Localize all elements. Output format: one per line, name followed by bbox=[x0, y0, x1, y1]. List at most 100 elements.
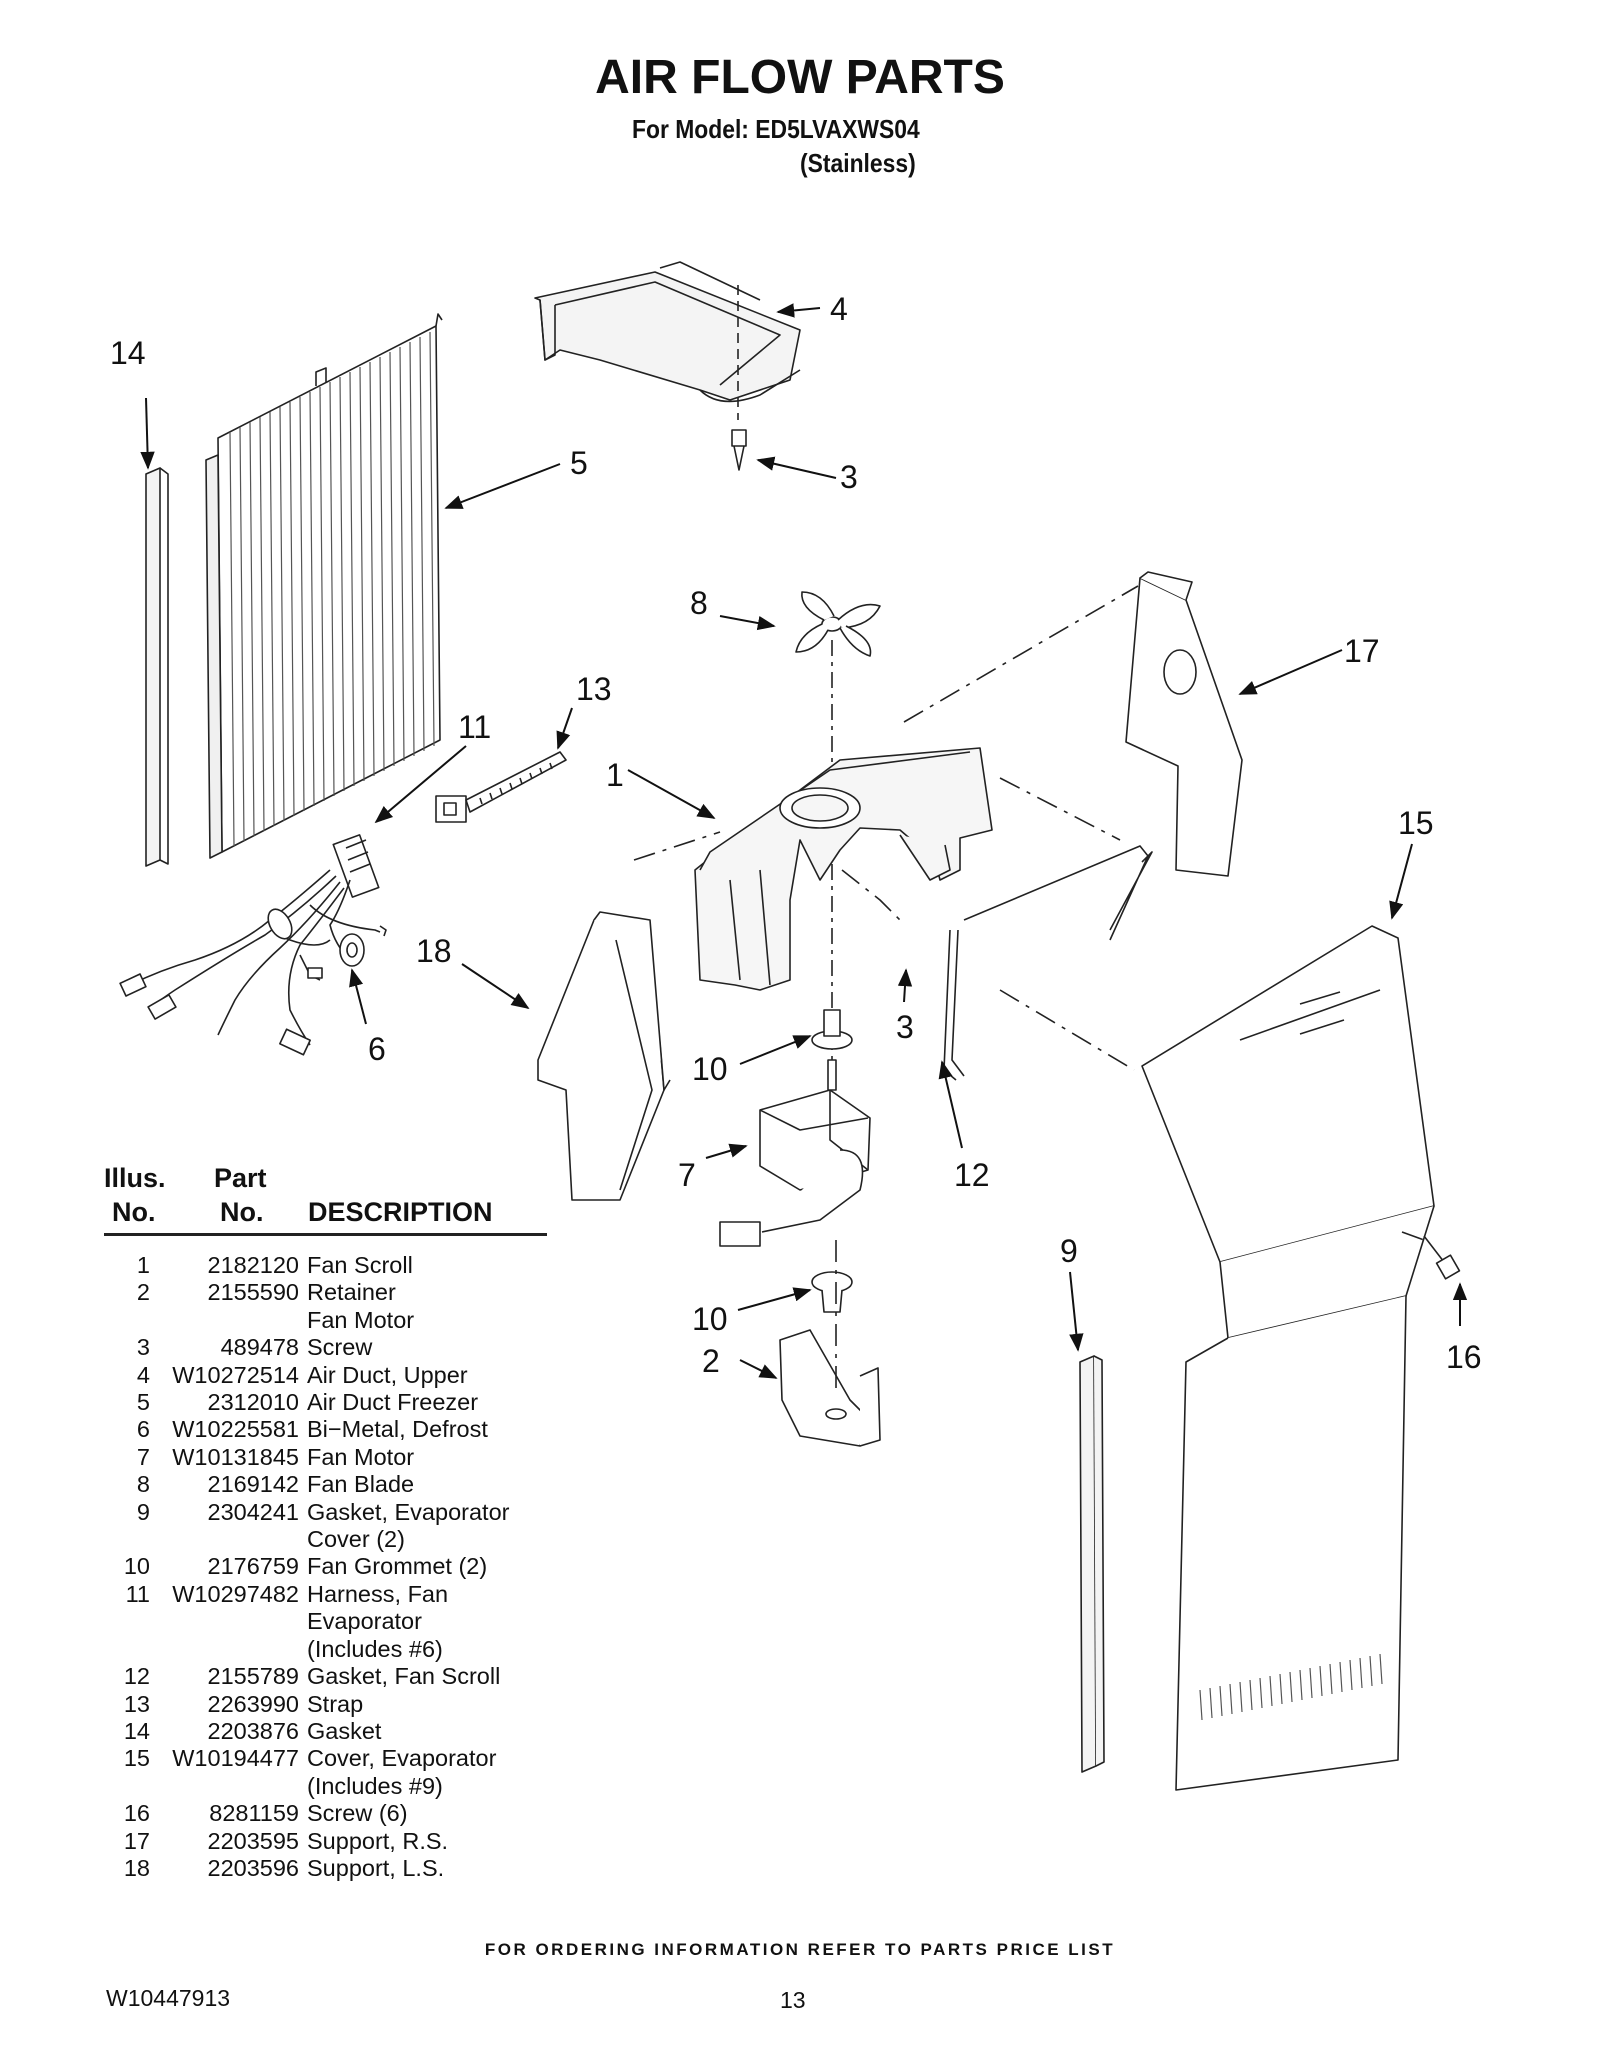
part-1-fan-scroll bbox=[694, 747, 993, 991]
table-row: 11 W10297482 Harness, Fan Evaporator (Incl… bbox=[104, 1581, 564, 1663]
callout-11: 11 bbox=[458, 709, 491, 745]
part-description: Gasket, Fan Scroll bbox=[307, 1663, 501, 1690]
part-no: 2263990 bbox=[207, 1690, 300, 1717]
part-description: Air Duct, Upper bbox=[307, 1361, 468, 1388]
callout-13: 13 bbox=[576, 671, 612, 707]
illus-no: 17 bbox=[123, 1827, 150, 1854]
part-6-bi-metal-defrost bbox=[339, 933, 365, 967]
illus-no: 15 bbox=[123, 1745, 150, 1772]
callout-5: 5 bbox=[570, 445, 588, 481]
table-row: 9 2304241 Gasket, Evaporator Cover (2) bbox=[104, 1499, 564, 1554]
document-number: W10447913 bbox=[106, 1985, 231, 2011]
part-no: W10131845 bbox=[172, 1443, 299, 1470]
part-no: 2203876 bbox=[207, 1717, 300, 1744]
part-description: Fan Scroll bbox=[307, 1252, 413, 1278]
part-12-gasket-fan-scroll bbox=[943, 845, 1153, 1081]
illus-no: 9 bbox=[136, 1498, 150, 1525]
callout-7: 7 bbox=[678, 1157, 696, 1193]
ordering-note: FOR ORDERING INFORMATION REFER TO PARTS … bbox=[484, 1940, 1116, 1959]
part-no: 2203595 bbox=[207, 1827, 300, 1854]
part-10-grommet-upper bbox=[811, 1009, 853, 1050]
part-description: Support, L.S. bbox=[307, 1854, 445, 1881]
part-no: 2155789 bbox=[207, 1663, 300, 1690]
header-illus: Illus. bbox=[104, 1163, 166, 1193]
illus-no: 8 bbox=[136, 1471, 150, 1498]
part-no: 2312010 bbox=[207, 1389, 300, 1416]
illus-no: 13 bbox=[123, 1690, 150, 1717]
callout-6: 6 bbox=[368, 1031, 386, 1067]
part-no: 2203596 bbox=[207, 1854, 300, 1881]
part-description: Strap bbox=[307, 1690, 364, 1717]
part-2-retainer-fan-motor bbox=[779, 1329, 881, 1447]
part-3-screw-upper bbox=[731, 285, 747, 471]
illus-no: 5 bbox=[136, 1389, 150, 1416]
illus-no: 16 bbox=[123, 1800, 150, 1827]
illus-no: 11 bbox=[125, 1580, 150, 1607]
part-5-air-duct-freezer bbox=[205, 313, 443, 859]
part-description: Support, R.S. bbox=[307, 1827, 449, 1854]
part-description: Fan Grommet (2) bbox=[307, 1553, 488, 1580]
part-description: Screw bbox=[307, 1334, 373, 1361]
part-no: 8281159 bbox=[209, 1800, 299, 1827]
table-row: 12 2155789 Gasket, Fan Scroll bbox=[104, 1663, 564, 1690]
part-11-harness bbox=[119, 834, 387, 1056]
part-17-support-rs bbox=[1125, 571, 1243, 877]
part-description: Fan Blade bbox=[307, 1471, 415, 1498]
illus-no: 4 bbox=[136, 1361, 150, 1388]
callout-16: 16 bbox=[1446, 1339, 1482, 1375]
header-illus-no: No. bbox=[112, 1197, 156, 1227]
part-18-support-ls bbox=[537, 911, 671, 1201]
illus-no: 10 bbox=[123, 1553, 150, 1580]
part-description: Retainer Fan Motor bbox=[307, 1279, 415, 1333]
part-no: W10297482 bbox=[172, 1580, 299, 1607]
callout-3-lower: 3 bbox=[896, 1009, 914, 1045]
page-number: 13 bbox=[780, 1987, 806, 2013]
part-description: Harness, Fan Evaporator (Includes #6) bbox=[307, 1580, 449, 1662]
part-15-cover-evaporator bbox=[1141, 925, 1435, 1791]
table-row: 3 489478 Screw bbox=[104, 1334, 564, 1361]
part-4-air-duct-upper bbox=[534, 261, 801, 403]
part-7-fan-motor bbox=[719, 1059, 871, 1247]
illus-no: 12 bbox=[123, 1663, 150, 1690]
model-line: For Model: ED5LVAXWS04 bbox=[632, 114, 920, 144]
callout-10-lower: 10 bbox=[692, 1301, 728, 1337]
table-row: 13 2263990 Strap bbox=[104, 1691, 564, 1718]
part-no: 2304241 bbox=[207, 1498, 300, 1525]
page-title: AIR FLOW PARTS bbox=[595, 51, 1005, 104]
illus-no: 14 bbox=[123, 1717, 150, 1744]
part-no: 2169142 bbox=[207, 1471, 300, 1498]
callout-4: 4 bbox=[830, 291, 848, 327]
part-no: W10194477 bbox=[172, 1745, 299, 1772]
header-description: DESCRIPTION bbox=[308, 1197, 493, 1227]
part-13-strap bbox=[435, 751, 567, 823]
table-row: 16 8281159 Screw (6) bbox=[104, 1800, 564, 1827]
part-description: Gasket, Evaporator Cover (2) bbox=[307, 1498, 510, 1553]
part-no: 489478 bbox=[220, 1334, 299, 1361]
finish-line: (Stainless) bbox=[800, 148, 916, 178]
callout-15: 15 bbox=[1398, 805, 1434, 841]
part-9-gasket bbox=[1079, 1355, 1105, 1773]
header-part: Part bbox=[214, 1163, 267, 1193]
illus-no: 3 bbox=[136, 1334, 150, 1361]
part-14-gasket bbox=[145, 467, 169, 867]
table-row: 17 2203595 Support, R.S. bbox=[104, 1828, 564, 1855]
callout-12: 12 bbox=[954, 1157, 990, 1193]
callout-1: 1 bbox=[606, 757, 624, 793]
part-description: Screw (6) bbox=[307, 1800, 408, 1827]
part-no: W10225581 bbox=[172, 1416, 299, 1443]
callout-8: 8 bbox=[690, 585, 708, 621]
callout-14: 14 bbox=[110, 335, 146, 371]
callout-numbers: 14 4 3 5 8 17 13 11 1 15 18 3 6 10 12 7 … bbox=[110, 291, 1482, 1379]
callout-17: 17 bbox=[1344, 633, 1380, 669]
